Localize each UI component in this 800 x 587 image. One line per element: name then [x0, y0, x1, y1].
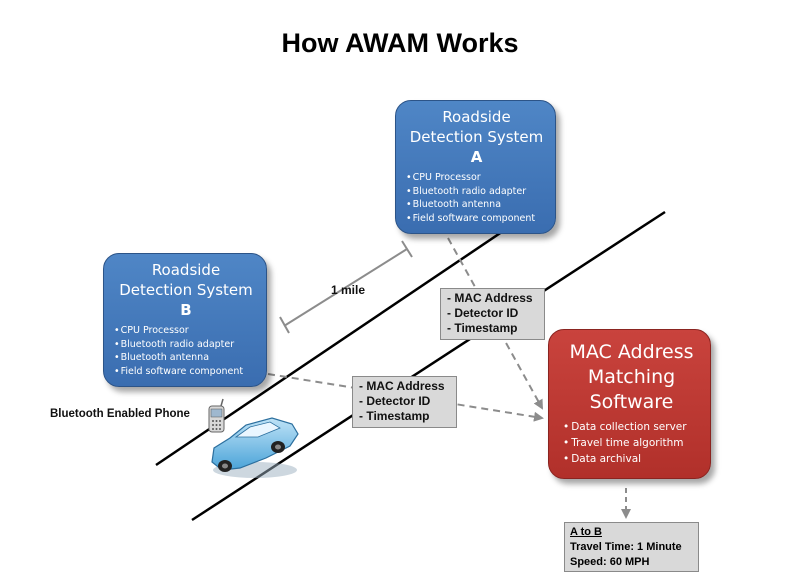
distance-label: 1 mile	[331, 283, 366, 297]
system-a-title-line2: Detection System	[409, 128, 544, 146]
data-packet-b: - MAC Address - Detector ID - Timestamp	[352, 376, 457, 428]
system-b-title: Roadside Detection System B	[114, 260, 258, 320]
bullet-item: Data archival	[563, 451, 700, 467]
page-title: How AWAM Works	[281, 28, 519, 58]
matching-title: MAC Address Matching Software	[563, 340, 700, 415]
bullet-item: Bluetooth antenna	[114, 351, 258, 365]
bullet-item: Field software component	[406, 212, 547, 226]
data-packet-a: - MAC Address - Detector ID - Timestamp	[440, 288, 545, 340]
bullet-item: Bluetooth antenna	[406, 198, 547, 212]
result-travel-time: Travel Time: 1 Minute	[570, 541, 682, 553]
bullet-item: Travel time algorithm	[563, 435, 700, 451]
bullet-item: Bluetooth radio adapter	[114, 338, 258, 352]
system-a-title-line1: Roadside	[442, 108, 511, 126]
system-b-title-line2: Detection System	[119, 281, 253, 299]
system-b-bullets: CPU Processor Bluetooth radio adapter Bl…	[114, 324, 258, 378]
matching-title-line2: Matching	[587, 366, 676, 388]
matching-title-line1: MAC Address	[569, 341, 694, 363]
system-a-title: Roadside Detection System A	[406, 107, 547, 167]
system-b-letter: B	[180, 301, 192, 319]
matching-title-line3: Software	[589, 391, 674, 413]
matching-software: MAC Address Matching Software Data colle…	[548, 329, 711, 479]
phone-label: Bluetooth Enabled Phone	[50, 408, 190, 420]
bullet-item: Bluetooth radio adapter	[406, 185, 547, 199]
distance-marker	[279, 240, 413, 334]
packet-b-mac: - MAC Address	[359, 379, 445, 393]
bullet-item: Data collection server	[563, 419, 700, 435]
result-speed: Speed: 60 MPH	[570, 556, 650, 568]
system-b-title-line1: Roadside	[151, 261, 221, 279]
travel-result: A to B Travel Time: 1 Minute Speed: 60 M…	[564, 522, 699, 572]
car-icon	[211, 417, 299, 478]
result-heading: A to B	[570, 526, 602, 538]
bullet-item: CPU Processor	[114, 324, 258, 338]
detection-system-a: Roadside Detection System A CPU Processo…	[395, 100, 556, 234]
phone-icon	[208, 398, 225, 433]
packet-a-timestamp: - Timestamp	[447, 321, 518, 335]
system-b-title-line2-wrap: Detection System B	[114, 280, 258, 320]
packet-b-detector: - Detector ID	[359, 394, 431, 408]
matching-bullets: Data collection server Travel time algor…	[563, 419, 700, 467]
system-a-title-line2-wrap: Detection System A	[406, 127, 547, 167]
packet-a-mac: - MAC Address	[447, 291, 533, 305]
system-a-letter: A	[470, 148, 483, 166]
detection-system-b: Roadside Detection System B CPU Processo…	[103, 253, 267, 387]
bullet-item: CPU Processor	[406, 171, 547, 185]
packet-a-detector: - Detector ID	[447, 306, 519, 320]
packet-b-timestamp: - Timestamp	[359, 409, 430, 423]
system-a-bullets: CPU Processor Bluetooth radio adapter Bl…	[406, 171, 547, 225]
bullet-item: Field software component	[114, 365, 258, 379]
